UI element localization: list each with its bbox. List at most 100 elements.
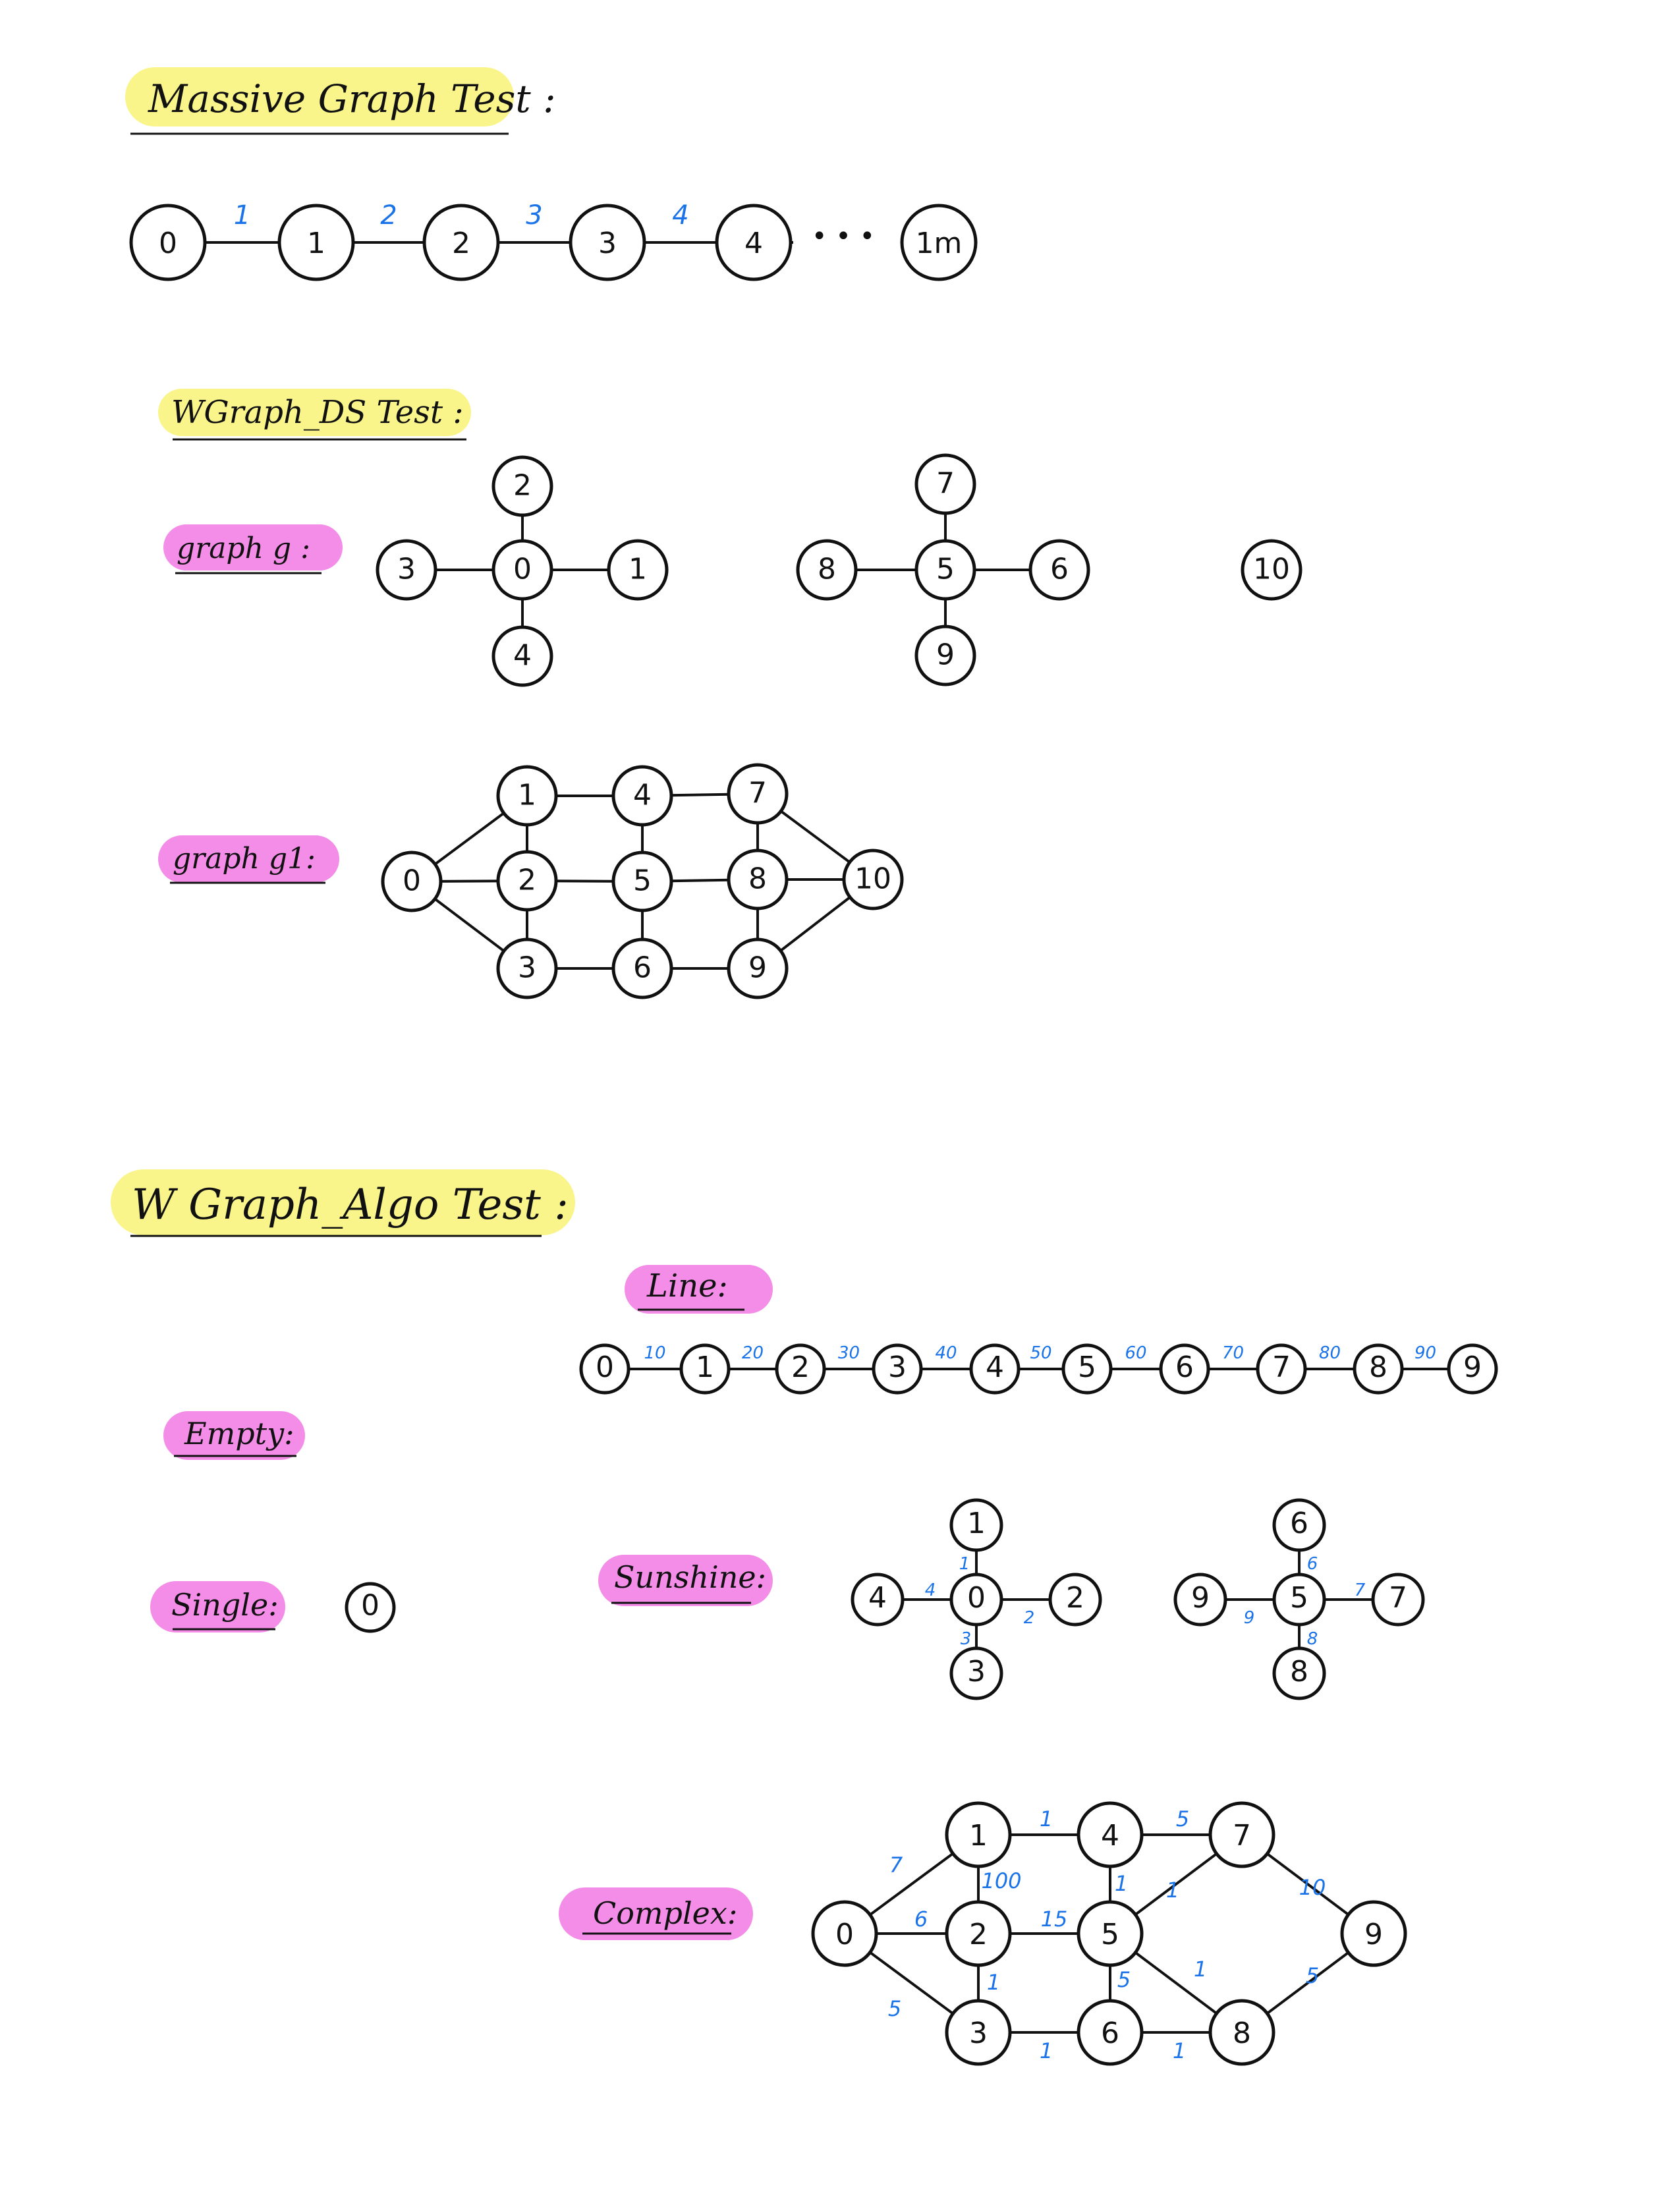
graph-g1-node-6: 6 [611,937,673,999]
line-node-5: 5 [1061,1343,1113,1395]
line-edge-weight-2-3: 30 [838,1343,860,1363]
massive-node-circle [715,204,793,281]
massive-edge-weight-1-2: 2 [380,200,397,231]
graph-g-node-4: 4 [491,625,553,687]
line-node-7: 7 [1256,1343,1307,1395]
graph-g1-node-circle [496,850,558,912]
graph-g-node-circle [914,625,976,686]
line-node-circle [775,1343,826,1395]
massive-heading-title: Massive Graph Test : [148,76,556,121]
sunshine-node-label: 4 [868,1581,887,1615]
sunshine-node-circle [1272,1498,1326,1552]
graph-g1-node-circle [727,937,789,999]
graph-g-node-label: 0 [513,553,532,586]
massive-node-label: 0 [159,227,177,260]
sunshine-node-circle [1048,1573,1102,1627]
graph-g1-node-10: 10 [842,849,904,910]
label-graph-g1-highlight [158,835,339,883]
graph-g-node-7: 7 [914,453,976,515]
sunshine-edge-weight-0-1: 1 [959,1554,970,1574]
line-edge-weight-5-6: 60 [1125,1343,1146,1363]
graph-g-node-label: 7 [936,467,955,501]
sunshine-node-circle [1272,1646,1326,1700]
complex-edge-weight-5-7: 1 [1166,1878,1179,1903]
graph-g-node-circle [491,625,553,687]
graph-g-node-1: 1 [607,539,669,601]
graph-g1-node-circle [611,937,673,999]
label-graph-g: graph g : [163,524,343,574]
complex-node-label: 0 [835,1918,854,1951]
massive-edge-weight-2-3: 3 [526,200,542,231]
massive-heading-highlight [125,67,514,126]
sunshine-edge-weight-5-9: 9 [1244,1608,1255,1628]
graph-g1-node-label: 7 [748,777,767,810]
complex-node-circle [1208,1801,1275,1868]
complex-node-2: 2 [945,1900,1012,1967]
complex-node-circle [1077,1900,1144,1967]
complex-node-label: 5 [1101,1918,1119,1951]
graph-g-node-10: 10 [1241,539,1302,601]
complex-node-label: 6 [1101,2017,1119,2050]
sunshine-node-0: 0 [949,1573,1003,1627]
graph-g1-node-circle [727,763,789,825]
graph-g-node-circle [914,539,976,601]
graph-g1-node-label: 3 [518,951,536,985]
sunshine-node-label: 3 [967,1655,986,1689]
complex-node-label: 7 [1233,1819,1251,1853]
massive-node-4: 4 [715,204,793,281]
sunshine-node-label: 9 [1191,1581,1210,1615]
line-edge-weight-6-7: 70 [1222,1343,1244,1363]
sunshine-node-3: 3 [949,1646,1003,1700]
complex-node-label: 2 [969,1918,988,1951]
graph-g1-node-label: 9 [748,951,767,985]
label-single-text: Single: [171,1587,279,1623]
label-graph-g1-text: graph g1: [173,842,316,876]
line-node-3: 3 [872,1343,923,1395]
graph-g1-node-label: 1 [518,779,536,812]
complex-edge-weight-2-3: 1 [987,1970,1000,1995]
sunshine-node-circle [949,1573,1003,1627]
line-edge-weight-4-5: 50 [1030,1343,1051,1363]
massive-edge-weight-3-4: 4 [672,200,688,231]
graph-g1-node-2: 2 [496,850,558,912]
complex-node-circle [811,1900,878,1967]
label-complex-highlight [559,1887,753,1940]
graph-g-node-0: 0 [491,539,553,601]
massive-node-circle [422,204,500,281]
complex-node-9: 9 [1340,1900,1407,1967]
sunshine-node-circle [1371,1573,1425,1627]
complex-node-1: 1 [945,1801,1012,1868]
complex-edge-weight-4-5: 1 [1115,1871,1128,1896]
graph-g1-node-circle [611,765,673,827]
single-node-circle [345,1582,396,1633]
line-node-label: 7 [1272,1351,1291,1384]
graph-g1-node-circle [381,851,443,912]
ds-heading-highlight [158,389,471,436]
sunshine-node-label: 6 [1290,1507,1308,1540]
massive-node-label: 3 [598,227,617,260]
massive-node-label: 1m [916,227,963,260]
complex-node-label: 1 [969,1819,988,1853]
line-node-label: 3 [888,1351,907,1384]
massive-node-label: 1 [307,227,325,260]
label-line: Line: [625,1265,773,1314]
sunshine-node-circle [949,1498,1003,1552]
line-node-circle [969,1343,1021,1395]
massive-node-circle [900,204,978,281]
graph-g-node-circle [376,539,437,601]
graph-g-node-label: 9 [936,638,955,672]
complex-node-circle [1077,1801,1144,1868]
line-node-0: 0 [579,1343,630,1395]
graph-g1-node-label: 5 [633,864,652,898]
massive-node-2: 2 [422,204,500,281]
complex-edge-weight-0-2: 6 [914,1907,928,1932]
graph-g-node-circle [1241,539,1302,601]
graph-g1-node-8: 8 [727,849,789,910]
sunshine-node-8: 8 [1272,1646,1326,1700]
sunshine-node-circle [1272,1573,1326,1627]
line-node-1: 1 [679,1343,731,1395]
massive-node-3: 3 [569,204,646,281]
complex-node-circle [945,1900,1012,1967]
label-sunshine-text: Sunshine: [614,1559,766,1595]
